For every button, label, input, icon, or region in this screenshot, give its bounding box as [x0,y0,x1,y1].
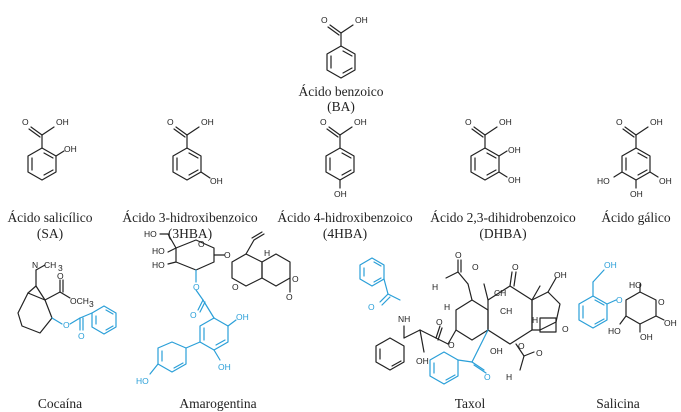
amarogentin-name: Amarogentina [179,396,256,411]
atom-oh: OH [640,332,653,342]
atom-oh: OH [416,356,429,366]
atom-oh: OH [334,189,347,199]
benzoic-acid-abbr: (BA) [327,99,355,114]
atom-o: O [562,324,569,334]
atom-h3c: H [432,282,438,292]
atom-o: O [518,341,525,351]
atom-oh: OH [508,175,521,185]
salicin-name: Salicina [596,396,640,411]
atom-ch3: CH [494,288,506,298]
atom-oh: OH [201,117,214,127]
atom-ho: HO [144,229,157,239]
atom-o: O [436,317,443,327]
dihydroxybenzoic-acid-name: Ácido 2,3-dihidrobenzoico [430,210,576,225]
atom-o: O [292,274,299,284]
atom-o: O [22,117,29,127]
gallic-acid-name: Ácido gálico [601,210,671,225]
atom-n: N [32,260,38,270]
gallic-acid-structure: O OH HO OH OH [597,117,672,199]
atom-h: H [532,315,538,325]
salicylic-acid-abbr: (SA) [37,226,63,241]
atom-o: O [198,239,205,249]
atom-h: H [264,248,270,258]
atom-oh: OH [56,117,69,127]
atom-o: O [78,331,85,341]
atom-ho: HO [608,326,621,336]
atom-oh: OH [650,117,663,127]
atom-o: O [57,271,64,281]
atom-o: O [484,372,491,382]
benzoic-acid-structure: O OH [321,15,368,79]
atom-ho: HO [597,176,610,186]
atom-oh: OH [64,144,77,154]
atom-oh: OH [630,189,643,199]
atom-sub3: 3 [58,263,63,273]
atom-o: O [658,297,665,307]
salicylic-acid-name: Ácido salicílico [7,210,92,225]
atom-o: O [512,262,519,272]
atom-oh: OH [218,362,231,372]
3-hydroxybenzoic-acid-structure: O OH OH [167,117,223,186]
atom-o: O [190,310,197,320]
atom-o: O [448,340,455,350]
atom-ho: HO [629,280,642,290]
atom-o: O [320,117,327,127]
salicin-structure: OH O O HO HO OH OH [578,260,677,342]
atom-o: O [167,117,174,127]
4-hydroxybenzoic-acid-abbr: (4HBA) [323,226,367,241]
atom-ho: HO [136,376,149,386]
atom-oh: OH [604,260,617,270]
atom-oh: OH [354,117,367,127]
atom-oh: OH [664,318,677,328]
atom-o: O [321,15,328,25]
atom-o: O [472,262,479,272]
atom-oh: OH [554,270,567,280]
atom-oh: OH [236,312,249,322]
3-hydroxybenzoic-acid-name: Ácido 3-hidroxibenzoico [122,210,258,225]
atom-oh: OH [490,346,503,356]
3-hydroxybenzoic-acid-abbr: (3HBA) [168,226,212,241]
atom-o: O [193,282,200,292]
atom-o: O [232,282,239,292]
amarogentin-structure: HO HO HO O O H O O O O O OH OH [136,229,299,386]
atom-ch3: CH [44,260,56,270]
atom-o: O [63,320,70,330]
cocaine-name: Cocaína [38,396,82,411]
4-hydroxybenzoic-acid-structure: O OH OH [320,117,367,199]
atom-oh: OH [499,117,512,127]
atom-ho: HO [152,246,165,256]
atom-oh: OH [508,145,521,155]
dihydroxybenzoic-acid-structure: O OH OH OH [465,117,521,185]
atom-och3: OCH [70,296,89,306]
atom-o: O [616,295,623,305]
taxol-name: Taxol [455,396,486,411]
atom-o: O [465,117,472,127]
atom-o: O [224,250,231,260]
atom-o: O [368,302,375,312]
atom-sub3: 3 [89,299,94,309]
dihydroxybenzoic-acid-abbr: (DHBA) [479,226,526,241]
atom-h3c: H [506,372,512,382]
atom-o: O [286,292,293,302]
benzoic-acid-name: Ácido benzoico [298,84,383,99]
atom-oh: OH [659,176,672,186]
atom-ho: HO [152,260,165,270]
cocaine-structure: N CH 3 O OCH 3 O O [17,260,117,341]
atom-ch3: CH [500,306,512,316]
atom-o: O [536,348,543,358]
atom-oh: OH [355,15,368,25]
atom-h3c: H [444,302,450,312]
atom-o: O [455,250,462,260]
salicylic-acid-structure: O OH OH [22,117,77,181]
taxol-structure: O NH OH O O O O OH H H CH CH OH O [359,250,569,385]
atom-oh: OH [210,176,223,186]
4-hydroxybenzoic-acid-name: Ácido 4-hidroxibenzoico [277,210,413,225]
atom-nh: NH [398,314,410,324]
atom-o: O [616,117,623,127]
